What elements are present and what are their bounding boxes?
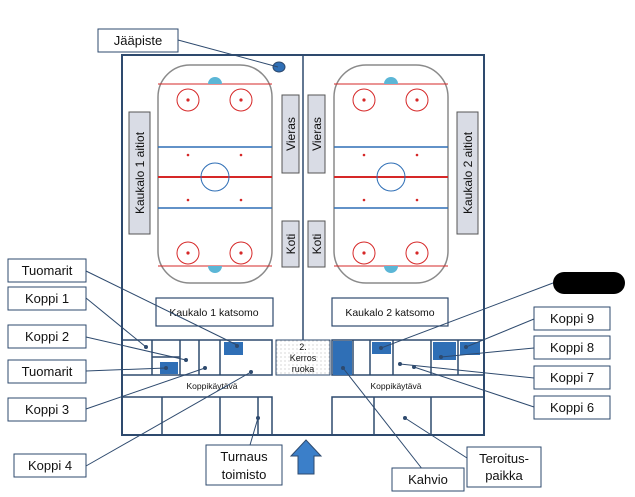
- teroitus-label-box: [466, 446, 542, 488]
- right-locker-block: [331, 339, 485, 436]
- koppi-7-point: [398, 362, 402, 366]
- vieras-bench-2: [307, 94, 326, 174]
- kaukalo-2-katsomo-label: Kaukalo 2 katsomo: [345, 307, 434, 319]
- kerros-line-3: ruoka: [292, 364, 315, 374]
- koppi-9-label: Koppi 9: [550, 311, 594, 326]
- koppikaytava-left-label: Koppikäytävä: [186, 381, 237, 391]
- tuomarit-label-box: [7, 258, 87, 283]
- vieras-label-1: Vieras: [284, 117, 298, 151]
- koppi-1-point: [144, 345, 148, 349]
- turnaus-label-line-2: toimisto: [222, 467, 267, 482]
- kahvio-room: [333, 341, 352, 375]
- koppi-2-marker: [160, 362, 178, 374]
- rink-2: [333, 64, 449, 284]
- koppi-4-point: [249, 370, 253, 374]
- koppi-3-label-box: [7, 397, 87, 422]
- kahvio-label: Kahvio: [408, 472, 448, 487]
- kahvio-point: [341, 366, 345, 370]
- teroitus-point: [403, 416, 407, 420]
- koti-bench-1: [281, 220, 300, 268]
- tuomarit-label: Tuomarit: [22, 263, 73, 278]
- koppi-2-label-box: [7, 324, 87, 349]
- koppikaytava-right-label: Koppikäytävä: [370, 381, 421, 391]
- kaukalo-2-aitiot-panel: [456, 111, 479, 235]
- koppi-8-point: [439, 355, 443, 359]
- vieras-label-2: Vieras: [310, 117, 324, 151]
- ice-point-marker: [272, 61, 286, 73]
- koppi-6-label: Koppi 6: [550, 400, 594, 415]
- koppi-9-label-box: [533, 306, 611, 331]
- koppi-8-label-box: [533, 335, 611, 360]
- entrance-arrow: [289, 439, 323, 475]
- jaapiste-label: Jääpiste: [114, 33, 162, 48]
- rink-1: [157, 64, 273, 284]
- koppi-3-point: [203, 366, 207, 370]
- koppi-7-label: Koppi 7: [550, 370, 594, 385]
- redacted-point: [379, 346, 383, 350]
- koppi-8-label: Koppi 8: [550, 340, 594, 355]
- koti-label-2: Koti: [310, 234, 324, 255]
- redacted-label: [553, 272, 625, 294]
- leader-lines: [85, 39, 554, 471]
- kaukalo-1-aitiot-label: Kaukalo 1 aitiot: [133, 131, 147, 214]
- koppi-3-label: Koppi 3: [25, 402, 69, 417]
- kaukalo-1-aitiot-panel: [128, 111, 151, 235]
- koppi-2-point: [184, 358, 188, 362]
- koppi-6-point: [412, 365, 416, 369]
- koppi-7-label-box: [533, 365, 611, 390]
- teroitus-label-line-1: Teroitus-: [479, 451, 529, 466]
- koppi-8-marker: [433, 342, 456, 360]
- kaukalo-2-aitiot-label: Kaukalo 2 aitiot: [461, 131, 475, 214]
- kerros-line-2: Kerros: [290, 353, 317, 363]
- tuomarit-2-label-box: [7, 359, 87, 384]
- tuomarit-room: [224, 342, 243, 355]
- kerros-line-1: 2.: [299, 342, 307, 352]
- koti-label-1: Koti: [284, 234, 298, 255]
- koppi-9-point: [464, 345, 468, 349]
- jaapiste-label-box: [97, 28, 179, 53]
- teroitus-label-line-2: paikka: [485, 468, 523, 483]
- koppi-4-label-box: [13, 453, 87, 478]
- koppi-6-label-box: [533, 395, 611, 420]
- koppi-4-label: Koppi 4: [28, 458, 72, 473]
- koppi-1-label-box: [7, 286, 87, 311]
- kaukalo-1-katsomo-label: Kaukalo 1 katsomo: [169, 307, 258, 319]
- koppi-1-label: Koppi 1: [25, 291, 69, 306]
- food-area: [275, 339, 331, 376]
- koppi-9-door: [460, 342, 480, 355]
- vieras-bench-1: [281, 94, 300, 174]
- left-locker-block: [121, 339, 273, 436]
- turnaus-point: [256, 416, 260, 420]
- turnaus-label-box: [205, 444, 283, 486]
- koppi-2-label: Koppi 2: [25, 329, 69, 344]
- turnaus-label-line-1: Turnaus: [220, 449, 268, 464]
- tuomarit-point: [235, 344, 239, 348]
- kahvio-label-box: [391, 467, 465, 492]
- kaukalo-1-katsomo: [155, 297, 274, 327]
- kaukalo-2-katsomo: [331, 297, 449, 327]
- koti-bench-2: [307, 220, 326, 268]
- tuomarit-2-label: Tuomarit: [22, 364, 73, 379]
- tuomarit-2-point: [164, 366, 168, 370]
